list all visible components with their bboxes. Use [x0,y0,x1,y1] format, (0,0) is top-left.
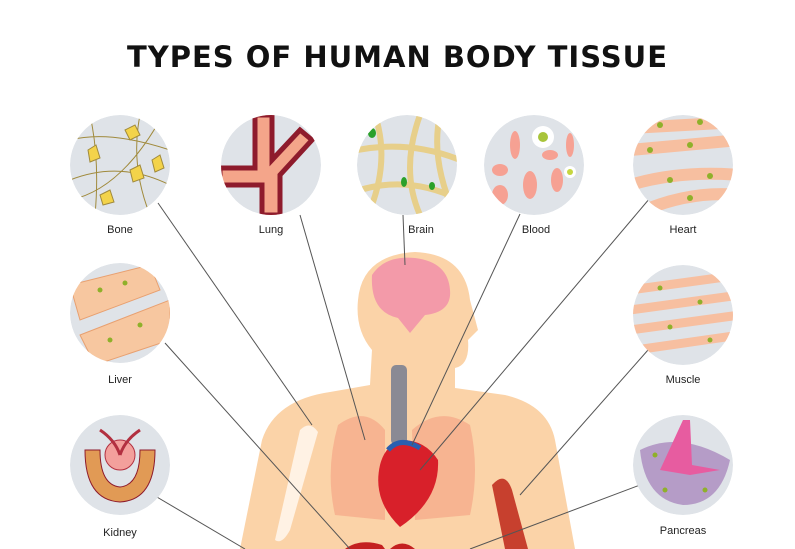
label-brain: Brain [408,224,434,236]
liver-tissue-circle [70,263,170,363]
brain-tissue-circle [357,115,457,215]
label-heart: Heart [669,224,697,236]
heart-organ [378,440,439,527]
lung-tissue-circle [221,115,321,215]
label-pancreas: Pancreas [659,525,707,537]
page-title: TYPES OF HUMAN BODY TISSUE [126,40,669,74]
pancreas-tissue-circle [633,415,733,515]
kidney-tissue-circle [70,415,170,515]
label-blood: Blood [521,224,551,236]
blood-tissue-circle [484,115,584,215]
brain-organ [371,257,451,333]
bone-tissue-circle [70,115,170,215]
heart-tissue-circle [633,115,733,215]
label-kidney: Kidney [103,527,137,539]
label-lung: Lung [258,224,284,236]
label-liver: Liver [108,374,132,386]
label-bone: Bone [107,224,133,236]
label-muscle: Muscle [665,374,701,386]
muscle-tissue-circle [633,265,733,365]
human-body-figure [240,252,575,549]
connector-lines [144,197,651,549]
